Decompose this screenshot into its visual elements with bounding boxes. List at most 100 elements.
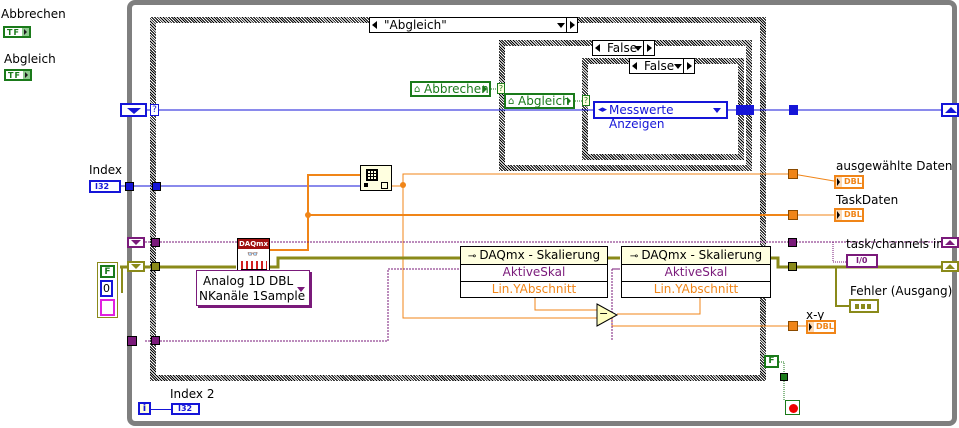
abbrechen-local-variable[interactable]: ⌂ Abbrechen [410, 81, 491, 97]
prev-case-icon[interactable] [372, 21, 377, 29]
messwerte-anzeigen-enum-constant[interactable]: ◂▸ Messwerte Anzeigen [593, 101, 728, 131]
daqmx-scaling-property-node-1[interactable]: ⊸ DAQmx - Skalierung AktiveSkal Lin.YAbs… [460, 246, 608, 298]
property-name: AktiveSkal [664, 265, 728, 279]
inner-case-1-selector[interactable]: False [592, 40, 655, 56]
abgleich-local-variable[interactable]: ⌂ Abgleich [504, 93, 575, 109]
fehler-ausgang-indicator[interactable] [849, 299, 879, 313]
daqmx-scaling-property-node-2[interactable]: ⊸ DAQmx - Skalierung AktiveSkal Lin.YAbs… [621, 246, 771, 298]
source-string-constant[interactable] [100, 299, 115, 316]
taskdaten-indicator[interactable]: DBL [834, 208, 864, 222]
home-icon: ⌂ [508, 96, 515, 107]
task-tunnel-loop [127, 336, 137, 346]
subtract-function[interactable] [596, 303, 618, 327]
error-tunnel [788, 262, 797, 271]
index-2-indicator[interactable]: I32 [171, 403, 200, 415]
local-variable-label: Abgleich [518, 94, 570, 108]
boolean-tunnel [780, 373, 788, 381]
shift-register-down-icon [127, 108, 141, 114]
xy-wire [611, 318, 790, 327]
enum-shift-register-left[interactable] [120, 103, 147, 117]
property-row-aktiveskal[interactable]: AktiveSkal [461, 265, 607, 282]
property-row-lin-yabschnitt[interactable]: Lin.YAbschnitt [622, 282, 770, 298]
index-array-function[interactable] [360, 165, 392, 191]
task-shift-register-right[interactable] [941, 237, 959, 248]
property-node-title: DAQmx - Skalierung [641, 248, 763, 262]
type-glyph: DBL [844, 210, 862, 219]
next-case-icon[interactable] [647, 44, 652, 52]
next-case-icon[interactable] [570, 21, 575, 29]
shift-register-up-icon [945, 240, 955, 245]
chevron-down-icon[interactable] [297, 287, 305, 292]
type-glyph: DBL [816, 322, 834, 331]
ref-icon: ⊸ [467, 251, 480, 262]
outer-case-selector[interactable]: "Abgleich" [369, 17, 578, 33]
enum-shift-register-right[interactable] [941, 103, 959, 117]
abbrechen-label: Abbrechen [1, 7, 66, 21]
code-numeric-constant[interactable]: 0 [100, 280, 113, 297]
property-name: AktiveSkal [502, 265, 566, 279]
error-shift-register-right[interactable] [941, 261, 959, 272]
task-tunnel-case [151, 336, 160, 345]
inner-case-2-selector[interactable]: False [629, 58, 695, 74]
taskdaten-tunnel [788, 210, 798, 220]
output-arrow-icon [23, 71, 30, 79]
property-node-title: DAQmx - Skalierung [479, 248, 601, 262]
index-tunnel-case [152, 182, 161, 191]
prev-case-icon[interactable] [632, 62, 637, 70]
false-constant[interactable]: F [764, 355, 779, 368]
task-channels-in-indicator[interactable]: I/0 [846, 254, 878, 268]
property-row-lin-yabschnitt[interactable]: Lin.YAbschnitt [461, 282, 607, 298]
xy-tunnel [788, 321, 798, 331]
while-loop[interactable] [127, 0, 957, 426]
type-glyph: I32 [95, 182, 110, 191]
enum-arrows-icon: ◂▸ [598, 105, 608, 115]
index-control-terminal[interactable]: I32 [89, 180, 121, 193]
shift-register-up-icon [945, 107, 957, 113]
abgleich-control-terminal[interactable]: TF [4, 69, 32, 81]
chevron-down-icon[interactable] [674, 64, 682, 69]
task-shift-register-left[interactable] [127, 237, 145, 248]
error-cluster-icon [855, 304, 873, 309]
x-y-indicator[interactable]: DBL [806, 320, 836, 334]
taskdaten-label: TaskDaten [836, 193, 899, 207]
property-name: Lin.YAbschnitt [653, 282, 739, 296]
property-row-aktiveskal[interactable]: AktiveSkal [622, 265, 770, 282]
output-arrow-icon [483, 85, 487, 93]
ausgewaehlte-daten-label: ausgewählte Daten [836, 159, 953, 173]
abbrechen-control-terminal[interactable]: TF [3, 26, 31, 38]
wire-junction [400, 182, 406, 188]
chevron-down-icon[interactable] [557, 23, 565, 28]
loop-condition-terminal[interactable] [785, 400, 800, 415]
task-channels-in-label: task/channels in [846, 237, 944, 251]
ausgewaehlte-daten-indicator[interactable]: DBL [834, 175, 864, 189]
next-case-icon[interactable] [687, 62, 692, 70]
x-y-label: x-y [806, 308, 825, 322]
case-selector-label: False [607, 41, 638, 55]
daqmx-icon-banner: DAQmx [238, 239, 269, 249]
iteration-terminal: i [138, 402, 151, 415]
error-cluster-constant[interactable]: F 0 [97, 262, 118, 318]
status-boolean-constant[interactable]: F [100, 265, 115, 278]
ref-icon: ⊸ [629, 251, 642, 262]
case-selector-label: False [644, 59, 675, 73]
chevron-down-icon[interactable] [634, 46, 642, 51]
iteration-wire [151, 409, 172, 410]
prev-case-icon[interactable] [595, 44, 600, 52]
chevron-down-icon[interactable] [713, 108, 721, 113]
fehler-ausgang-label: Fehler (Ausgang) [850, 284, 953, 298]
selector-line-1: Analog 1D DBL [203, 274, 294, 288]
output-arrow-icon [567, 97, 571, 105]
wire-junction [305, 212, 311, 218]
index-input-icon [364, 183, 368, 187]
selector-line-2: NKanäle 1Sample [199, 289, 306, 303]
enum-value: Messwerte Anzeigen [609, 103, 674, 131]
local-variable-label: Abbrechen [424, 82, 489, 96]
index-tunnel-loop [125, 182, 134, 191]
home-icon: ⌂ [414, 84, 421, 95]
daqmx-read-polymorphic-selector[interactable]: Analog 1D DBL NKanäle 1Sample [196, 270, 310, 306]
task-tunnel [788, 238, 797, 247]
case-selector-label: "Abgleich" [384, 18, 447, 32]
property-node-header: ⊸ DAQmx - Skalierung [622, 247, 770, 265]
error-shift-register-left[interactable] [127, 261, 145, 272]
daqmx-read-vi[interactable]: DAQmx 👓 [237, 238, 270, 271]
